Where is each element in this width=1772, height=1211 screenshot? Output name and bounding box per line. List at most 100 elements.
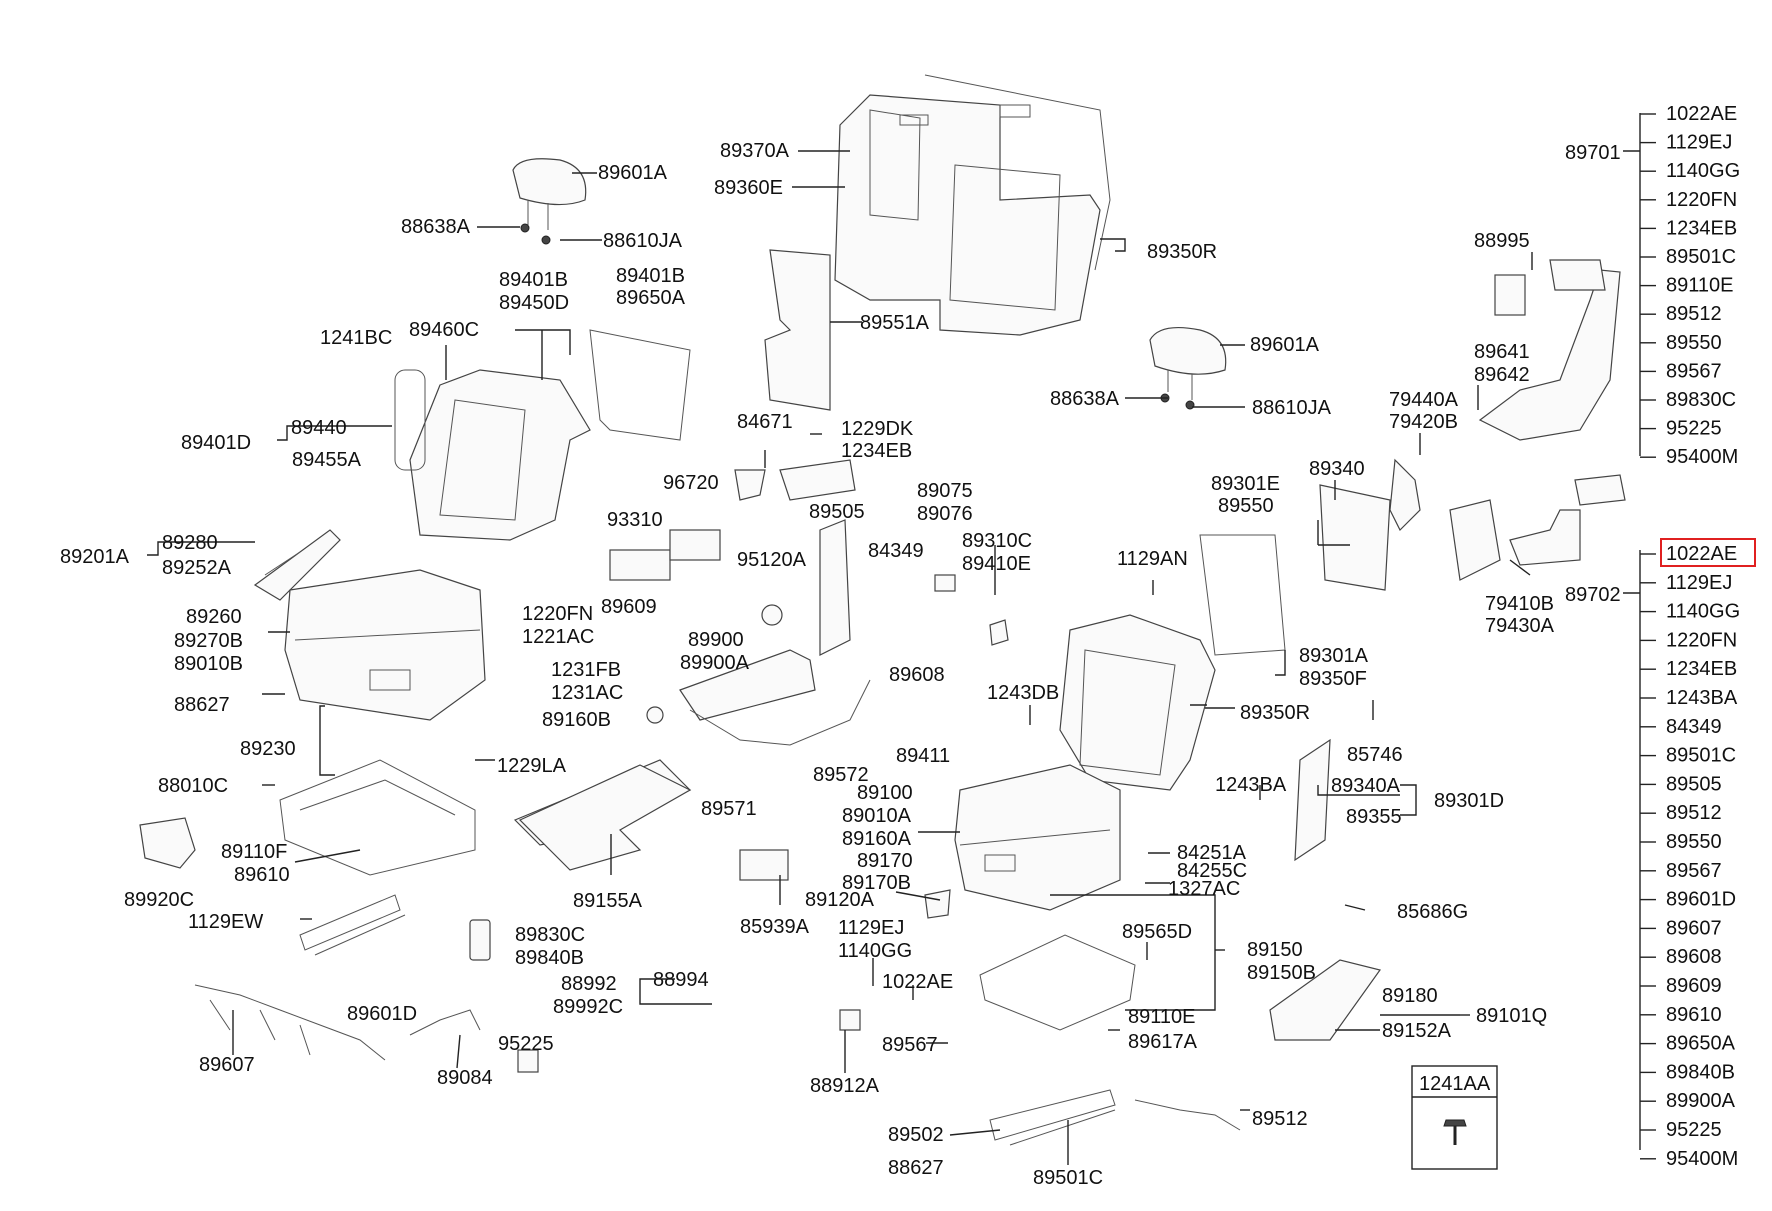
label-89100: 89100	[857, 782, 913, 804]
label-1229DK: 1229DK	[841, 418, 914, 440]
duct-drawing	[1319, 259, 1626, 591]
label-93310: 93310	[607, 509, 663, 531]
label-88627: 88627	[174, 694, 230, 716]
list-item: 89900A	[1666, 1090, 1736, 1112]
label-89609: 89609	[601, 596, 657, 618]
label-84255C: 84255C	[1177, 860, 1247, 882]
headrest-left-drawing	[512, 158, 587, 245]
label-79420B: 79420B	[1389, 411, 1458, 433]
label-88995: 88995	[1474, 230, 1530, 252]
list-item: 89650A	[1666, 1033, 1736, 1055]
label-96720: 96720	[663, 472, 719, 494]
list-item: 89550	[1666, 332, 1722, 354]
label-89401B-a: 89401B	[499, 269, 568, 291]
list-item: 89607	[1666, 917, 1722, 939]
part-labels: 89601A 88638A 88610JA 89370A 89360E 8935…	[60, 140, 1621, 1189]
label-89572: 89572	[813, 764, 869, 786]
label-89410E: 89410E	[962, 553, 1031, 575]
label-1243BA-m: 1243BA	[1215, 774, 1287, 796]
list-item: 1220FN	[1666, 189, 1737, 211]
right-seatback-drawing	[1059, 534, 1331, 862]
label-88638A: 88638A	[401, 216, 471, 238]
label-89551A: 89551A	[860, 312, 930, 334]
label-84671: 84671	[737, 411, 793, 433]
list-item: 1140GG	[1666, 160, 1740, 182]
label-95225: 95225	[498, 1033, 554, 1055]
label-89411: 89411	[896, 745, 950, 767]
label-89501C-m: 89501C	[1033, 1167, 1103, 1189]
list-item: 89512	[1666, 303, 1722, 325]
label-89642: 89642	[1474, 364, 1530, 386]
label-89301A: 89301A	[1299, 645, 1369, 667]
armrest-left-drawing	[253, 529, 341, 601]
label-89301D: 89301D	[1434, 790, 1504, 812]
label-89830C: 89830C	[515, 924, 585, 946]
list-item: 1220FN	[1666, 629, 1737, 651]
label-89610: 89610	[234, 864, 290, 886]
label-89502: 89502	[888, 1124, 944, 1146]
label-89571: 89571	[701, 798, 757, 820]
label-79410B: 79410B	[1485, 593, 1554, 615]
label-88912A: 88912A	[810, 1075, 880, 1097]
label-89350R-top: 89350R	[1147, 241, 1217, 263]
part-list-89701: 1022AE1129EJ1140GG1220FN1234EB89501C8911…	[1640, 103, 1740, 468]
list-item: 1234EB	[1666, 217, 1737, 239]
list-item: 89501C	[1666, 246, 1736, 268]
list-item: 89609	[1666, 975, 1722, 997]
label-85686G: 85686G	[1397, 901, 1468, 923]
left-cushion-drawing	[284, 569, 486, 721]
label-89401D: 89401D	[181, 432, 251, 454]
label-84349: 84349	[868, 540, 924, 562]
label-89076: 89076	[917, 503, 973, 525]
label-89340A: 89340A	[1331, 775, 1401, 797]
label-89702: 89702	[1565, 584, 1621, 606]
bolt-icon	[1443, 1119, 1467, 1145]
label-89150: 89150	[1247, 939, 1303, 961]
label-89350R-r: 89350R	[1240, 702, 1310, 724]
label-89160A: 89160A	[842, 828, 912, 850]
list-item: 84349	[1666, 716, 1722, 738]
part-list-89702: 1022AE1129EJ1140GG1220FN1234EB1243BA8434…	[1640, 543, 1740, 1170]
label-1129AN: 1129AN	[1117, 548, 1188, 570]
label-1129EW: 1129EW	[188, 911, 263, 933]
label-1129EJ-m: 1129EJ	[838, 917, 904, 939]
highlight-box	[1660, 538, 1756, 567]
list-item: 89840B	[1666, 1061, 1735, 1083]
label-89201A: 89201A	[60, 546, 130, 568]
label-89460C: 89460C	[409, 319, 479, 341]
label-89567-m: 89567	[882, 1034, 938, 1056]
label-89120A: 89120A	[805, 889, 875, 911]
label-89101Q: 89101Q	[1476, 1005, 1547, 1027]
console-drawing	[609, 249, 1009, 746]
label-89155A: 89155A	[573, 890, 643, 912]
label-89617A: 89617A	[1128, 1031, 1198, 1053]
list-item: 89110E	[1666, 275, 1733, 297]
label-89450D: 89450D	[499, 292, 569, 314]
label-89370A: 89370A	[720, 140, 790, 162]
list-item: 1140GG	[1666, 601, 1740, 623]
label-89152A: 89152A	[1382, 1020, 1452, 1042]
label-1140GG-m: 1140GG	[838, 940, 912, 962]
part-box-1241AA: 1241AA	[1411, 1065, 1498, 1170]
box-1241AA-label: 1241AA	[1419, 1073, 1491, 1095]
label-89607: 89607	[199, 1054, 255, 1076]
list-item: 89601D	[1666, 889, 1736, 911]
label-89601A: 89601A	[598, 162, 668, 184]
label-89010A: 89010A	[842, 805, 912, 827]
label-79440A: 79440A	[1389, 389, 1459, 411]
label-85939A: 85939A	[740, 916, 810, 938]
label-1221AC: 1221AC	[522, 626, 594, 648]
list-item: 89567	[1666, 860, 1722, 882]
label-89601A-r: 89601A	[1250, 334, 1320, 356]
label-89310C: 89310C	[962, 530, 1032, 552]
label-89992C: 89992C	[553, 996, 623, 1018]
list-item: 89512	[1666, 802, 1722, 824]
headrest-right-drawing	[1149, 327, 1227, 410]
label-89401B-b: 89401B	[616, 265, 685, 287]
left-frame-drawing	[279, 759, 476, 876]
label-1241BC: 1241BC	[320, 327, 392, 349]
label-89900A: 89900A	[680, 652, 750, 674]
list-item: 1129EJ	[1666, 572, 1732, 594]
label-88610JA-r: 88610JA	[1252, 397, 1332, 419]
